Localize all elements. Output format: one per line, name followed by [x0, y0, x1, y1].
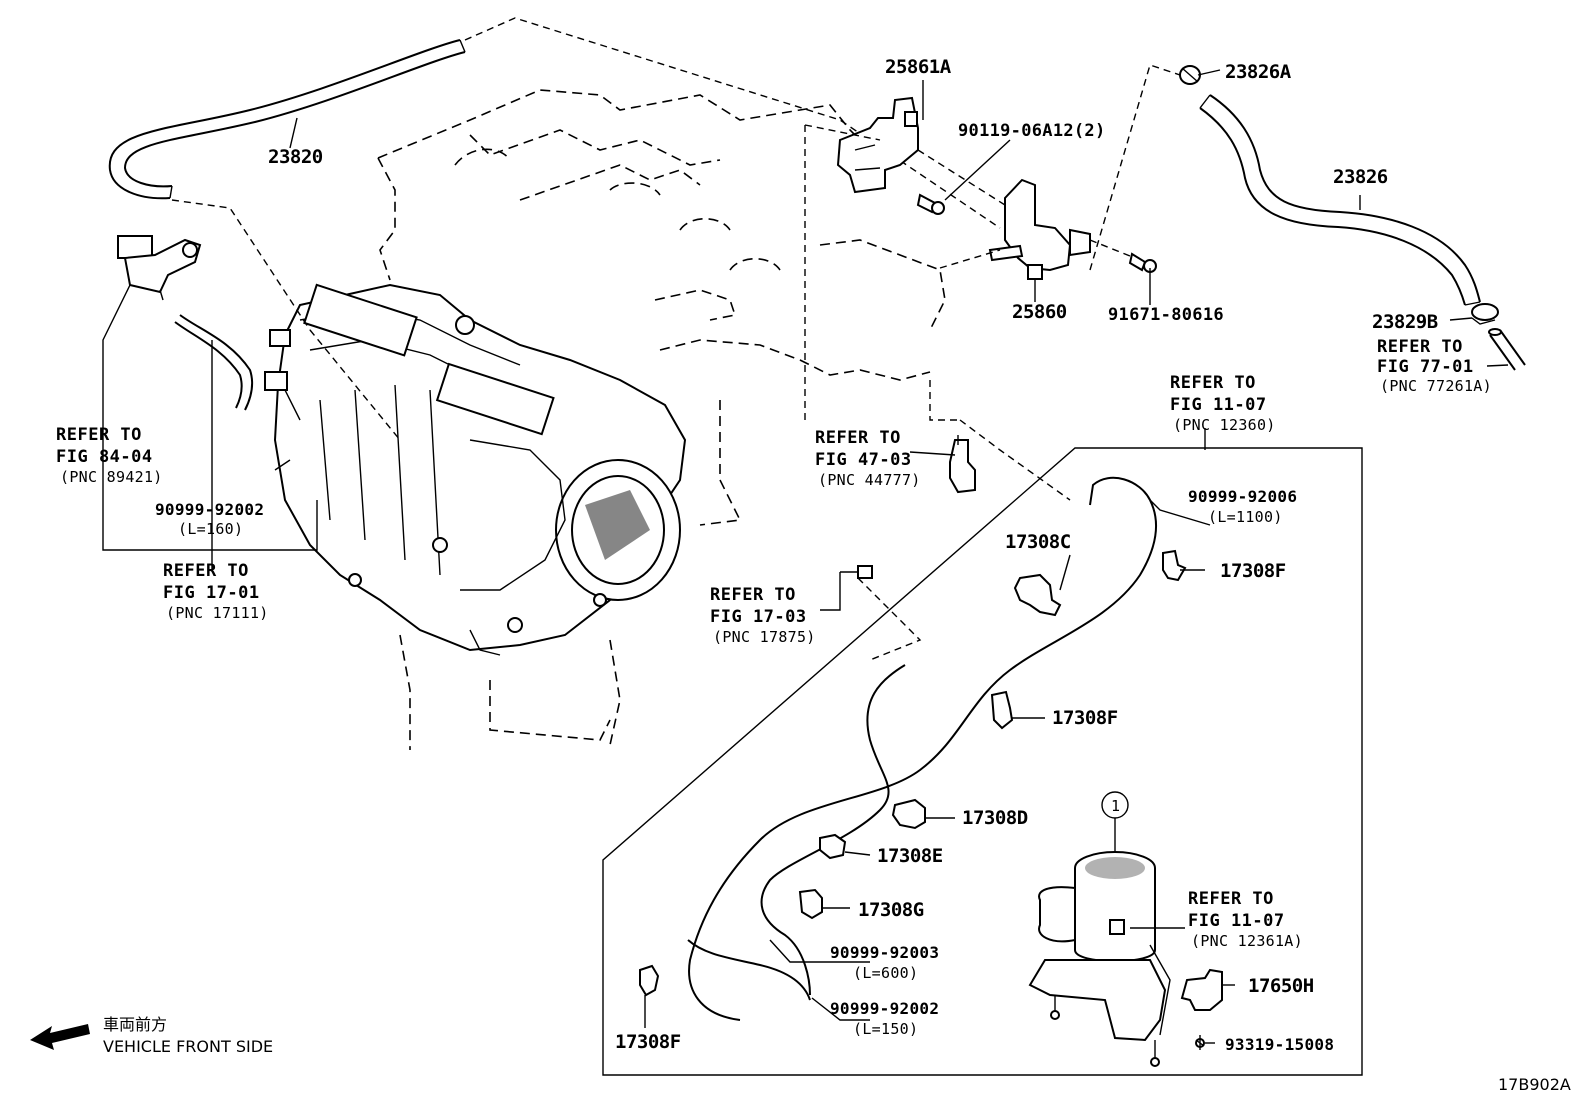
label-90999-92003-len: (L=600)	[853, 964, 918, 982]
leader-dash	[929, 380, 960, 421]
engine-outline	[377, 89, 946, 750]
clip-17308F-right	[1162, 549, 1187, 582]
ref-1107b-l1: REFER TO	[1188, 889, 1274, 909]
bolt-91671	[1128, 252, 1157, 273]
bolt-90119	[916, 193, 945, 215]
clip-17308E	[819, 833, 847, 860]
sensor-fig17-03	[840, 565, 873, 579]
canister-assembly	[1028, 851, 1171, 1067]
ref-4703-l3: (PNC 44777)	[818, 471, 921, 489]
ref-1703-l3: (PNC 17875)	[713, 628, 816, 646]
clip-17308D	[891, 798, 926, 830]
ref-1107b-l2: FIG 11-07	[1188, 911, 1285, 931]
ref-1107a-l1: REFER TO	[1170, 373, 1256, 393]
label-17308F-left: 17308F	[615, 1031, 681, 1053]
bracket-25861A	[836, 96, 919, 194]
leader-dash	[464, 17, 1001, 229]
ref-7701-l3: (PNC 77261A)	[1380, 377, 1492, 395]
hose-90999-92002-top	[174, 314, 254, 411]
leader-dash	[1089, 64, 1181, 271]
label-17308D: 17308D	[962, 807, 1028, 829]
leader-dash	[804, 124, 881, 141]
ref-4703-l2: FIG 47-03	[815, 450, 912, 470]
vsv-17650H	[1180, 968, 1223, 1011]
hose-90999-92006	[688, 476, 1157, 1021]
sensor-fig84	[117, 235, 202, 301]
label-91671: 91671-80616	[1108, 305, 1224, 325]
screw-93319	[1195, 1035, 1205, 1050]
clip-17308F-left	[639, 964, 660, 997]
label-25861A: 25861A	[885, 56, 952, 78]
clamp-23829B	[1471, 303, 1499, 325]
ref-8404-l2: FIG 84-04	[56, 447, 153, 467]
diagram-id: 17B902A	[1498, 1075, 1571, 1094]
leader-dash	[917, 149, 1006, 206]
label-23829B: 23829B	[1372, 311, 1438, 333]
direction-jp: 車両前方	[103, 1015, 167, 1034]
label-90999-92003: 90999-92003	[830, 943, 939, 962]
front-arrow-icon	[30, 1024, 90, 1050]
leader-dash	[1089, 239, 1131, 257]
label-17308F-right: 17308F	[1220, 560, 1286, 582]
leader-dash	[939, 249, 1001, 269]
ref-7701-l1: REFER TO	[1377, 337, 1463, 357]
hose-23820	[108, 39, 466, 200]
label-90999-92002-bottom-len: (L=150)	[853, 1020, 918, 1038]
hose-23826	[1199, 94, 1481, 306]
detail-frame	[602, 447, 1363, 1076]
leader-dash	[171, 199, 311, 331]
connector-fig47	[949, 435, 976, 494]
ref-1701-l3: (PNC 17111)	[166, 604, 269, 622]
label-90999-92002-bottom: 90999-92002	[830, 999, 939, 1018]
clamp-23826A	[1179, 65, 1201, 85]
pipe-fig77	[1488, 328, 1526, 371]
ref-1107b-l3: (PNC 12361A)	[1191, 932, 1303, 950]
label-90999-92006: 90999-92006	[1188, 487, 1297, 506]
direction-en: VEHICLE FRONT SIDE	[103, 1037, 273, 1056]
label-23826: 23826	[1333, 166, 1388, 188]
label-17308E: 17308E	[877, 845, 943, 867]
label-93319: 93319-15008	[1225, 1035, 1334, 1054]
ref-1703-l1: REFER TO	[710, 585, 796, 605]
label-17308F-mid: 17308F	[1052, 707, 1118, 729]
label-17308C: 17308C	[1005, 531, 1071, 553]
intake-manifold	[264, 283, 687, 656]
hose-90999-92002-bottom	[687, 939, 811, 1001]
label-90999-92006-len: (L=1100)	[1208, 508, 1283, 526]
label-23820: 23820	[268, 146, 323, 168]
clip-17308C	[1013, 573, 1062, 617]
ref-1701-l1: REFER TO	[163, 561, 249, 581]
vsv-25860	[988, 178, 1091, 280]
ref-8404-l3: (PNC 89421)	[60, 468, 163, 486]
leader-lines	[102, 69, 1509, 1044]
ref-8404-l1: REFER TO	[56, 425, 142, 445]
ref-1701-l2: FIG 17-01	[163, 583, 260, 603]
ref-4703-l1: REFER TO	[815, 428, 901, 448]
label-25860: 25860	[1012, 301, 1067, 323]
label-17650H: 17650H	[1248, 975, 1314, 997]
ref-1107a-l2: FIG 11-07	[1170, 395, 1267, 415]
label-17308G: 17308G	[858, 899, 924, 921]
label-90119: 90119-06A12(2)	[958, 121, 1106, 141]
callout-1: 1	[1111, 797, 1120, 815]
leader-dash	[959, 419, 1071, 501]
label-90999-92002-top: 90999-92002	[155, 500, 264, 519]
leader-dash	[857, 577, 922, 661]
ref-1107a-l3: (PNC 12360)	[1173, 416, 1276, 434]
clip-17308F-mid	[990, 690, 1014, 730]
ref-1703-l2: FIG 17-03	[710, 607, 807, 627]
label-90999-92002-top-len: (L=160)	[178, 520, 243, 538]
label-23826A: 23826A	[1225, 61, 1292, 83]
clip-17308G	[798, 888, 823, 920]
ref-7701-l2: FIG 77-01	[1377, 357, 1474, 377]
